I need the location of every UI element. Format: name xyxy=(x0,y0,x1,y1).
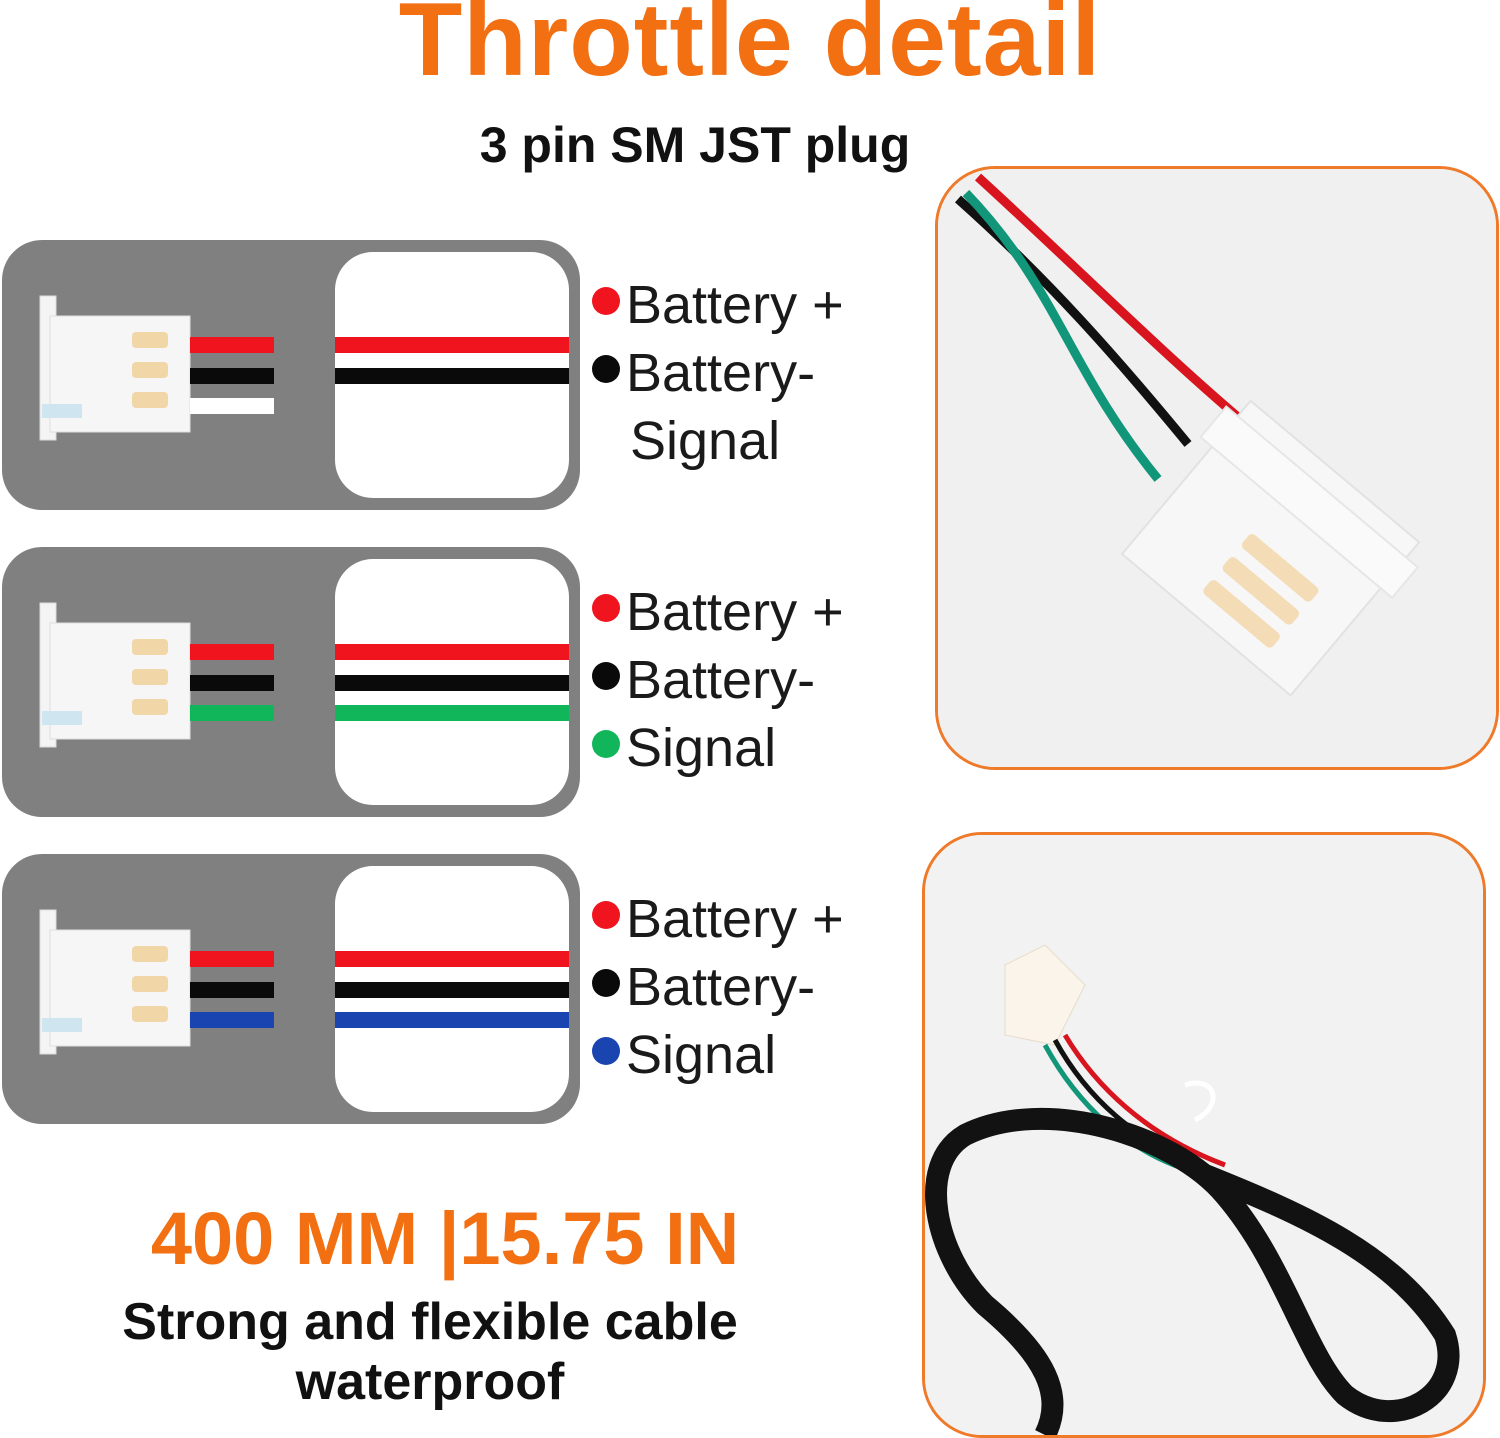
cable-feature-text: Strong and flexible cable waterproof xyxy=(50,1293,810,1413)
red-dot-icon xyxy=(592,594,620,622)
stub-wire-black xyxy=(190,368,274,384)
legend-battery-minus: Battery- xyxy=(592,653,815,707)
feature-line-1: Strong and flexible cable xyxy=(122,1293,738,1351)
wire-red xyxy=(335,951,569,967)
page-title: Throttle detail xyxy=(398,0,1102,98)
green-dot-icon xyxy=(592,730,620,758)
cable-length: 400 MM |15.75 IN xyxy=(150,1197,740,1280)
stub-wire-red xyxy=(190,337,274,353)
legend-signal: Signal xyxy=(630,411,781,471)
feature-line-2: waterproof xyxy=(295,1352,565,1411)
wire-blue xyxy=(335,1012,569,1028)
blue-dot-icon xyxy=(592,1037,620,1065)
wiring-panel-2 xyxy=(2,547,580,817)
wire-detail-box xyxy=(335,866,569,1112)
black-dot-icon xyxy=(592,355,620,383)
coiled-cable-illustration xyxy=(925,835,1483,1435)
wire-black xyxy=(335,982,569,998)
wire-red xyxy=(335,644,569,660)
wire-detail-box xyxy=(335,559,569,805)
legend-battery-minus: Battery- xyxy=(592,960,815,1014)
stub-wire-red xyxy=(190,951,274,967)
wiring-panel-3 xyxy=(2,854,580,1124)
stub-wire-black xyxy=(190,982,274,998)
stub-wire-green xyxy=(190,705,274,721)
legend-signal: Signal xyxy=(592,721,776,775)
legend-battery-plus: Battery + xyxy=(592,278,844,332)
stub-wire-white xyxy=(190,398,274,414)
black-dot-icon xyxy=(592,969,620,997)
plug-type-subtitle: 3 pin SM JST plug xyxy=(479,117,911,173)
jst-connector-icon xyxy=(39,602,191,748)
connector-closeup-photo xyxy=(935,166,1499,770)
wire-black xyxy=(335,368,569,384)
stub-wire-red xyxy=(190,644,274,660)
wire-black xyxy=(335,675,569,691)
stub-wire-black xyxy=(190,675,274,691)
red-dot-icon xyxy=(592,287,620,315)
legend-signal: Signal xyxy=(592,1028,776,1082)
wire-detail-box xyxy=(335,252,569,498)
black-dot-icon xyxy=(592,662,620,690)
jst-connector-icon xyxy=(39,909,191,1055)
red-dot-icon xyxy=(592,901,620,929)
coiled-cable-photo xyxy=(922,832,1486,1438)
legend-battery-minus: Battery- xyxy=(592,346,815,400)
legend-battery-plus: Battery + xyxy=(592,585,844,639)
connector-closeup-illustration xyxy=(938,169,1496,767)
wire-green xyxy=(335,705,569,721)
stub-wire-blue xyxy=(190,1012,274,1028)
jst-connector-icon xyxy=(39,295,191,441)
wire-red xyxy=(335,337,569,353)
wiring-panel-1 xyxy=(2,240,580,510)
legend-battery-plus: Battery + xyxy=(592,892,844,946)
